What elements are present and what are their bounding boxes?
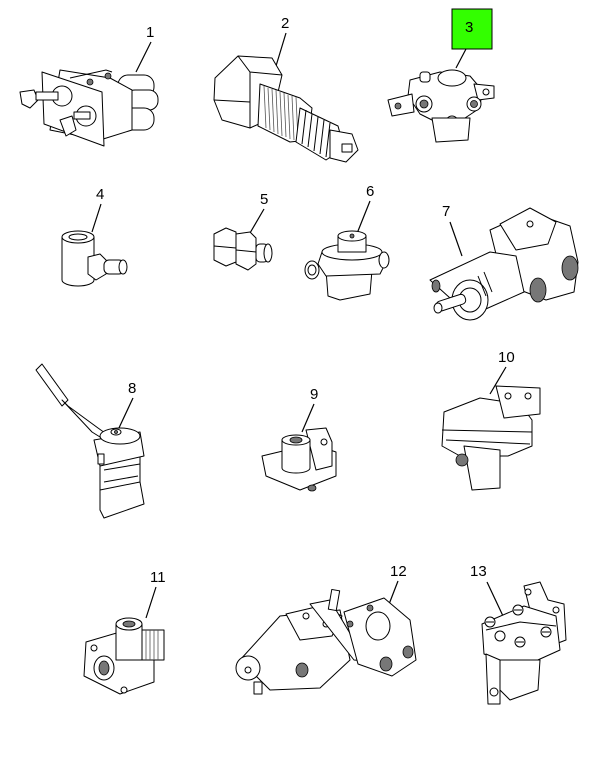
callout-label-6: 6 bbox=[366, 183, 374, 200]
part-2[interactable]: 2 bbox=[213, 15, 359, 163]
callout-label-9: 9 bbox=[310, 386, 318, 403]
part-1[interactable]: 1 bbox=[19, 24, 159, 147]
part-10[interactable]: 10 bbox=[441, 349, 541, 491]
leader-line-4 bbox=[91, 203, 102, 233]
part-5[interactable]: 5 bbox=[213, 191, 273, 271]
callout-label-2: 2 bbox=[281, 15, 289, 32]
leader-line-3 bbox=[455, 48, 467, 69]
callout-label-1[interactable]: 1 bbox=[146, 24, 154, 41]
part-9[interactable]: 9 bbox=[261, 386, 337, 492]
callout-label-8: 8 bbox=[128, 380, 136, 397]
callout-label-10: 10 bbox=[498, 349, 515, 366]
part-13[interactable]: 13 bbox=[470, 563, 567, 705]
callout-label-5: 5 bbox=[260, 191, 268, 208]
callout-highlight-box-3[interactable] bbox=[451, 8, 493, 50]
part-12[interactable]: 12 bbox=[235, 563, 417, 695]
leader-line-11 bbox=[145, 586, 157, 619]
callout-label-3[interactable]: 3 bbox=[465, 19, 473, 36]
leader-line-8 bbox=[117, 397, 134, 431]
leader-line-7 bbox=[449, 221, 463, 257]
part-8[interactable]: 8 bbox=[35, 363, 145, 519]
part-11[interactable]: 11 bbox=[83, 569, 166, 695]
callout-label-4: 4 bbox=[96, 186, 104, 203]
callout-label-12: 12 bbox=[390, 563, 407, 580]
leader-line-6 bbox=[355, 200, 371, 237]
leader-line-1 bbox=[135, 41, 152, 73]
leader-line-2 bbox=[275, 32, 287, 67]
part-6[interactable]: 6 bbox=[304, 183, 390, 301]
callout-label-11: 11 bbox=[150, 569, 166, 586]
callout-label-7: 7 bbox=[442, 203, 450, 220]
part-3[interactable]: 3 bbox=[387, 8, 495, 143]
part-4[interactable]: 4 bbox=[61, 186, 128, 287]
leader-line-10 bbox=[489, 366, 507, 395]
part-7[interactable]: 7 bbox=[429, 203, 579, 321]
callout-label-13: 13 bbox=[470, 563, 487, 580]
leader-line-5 bbox=[249, 208, 265, 234]
leader-line-13 bbox=[486, 581, 504, 617]
leader-line-9 bbox=[301, 403, 315, 433]
